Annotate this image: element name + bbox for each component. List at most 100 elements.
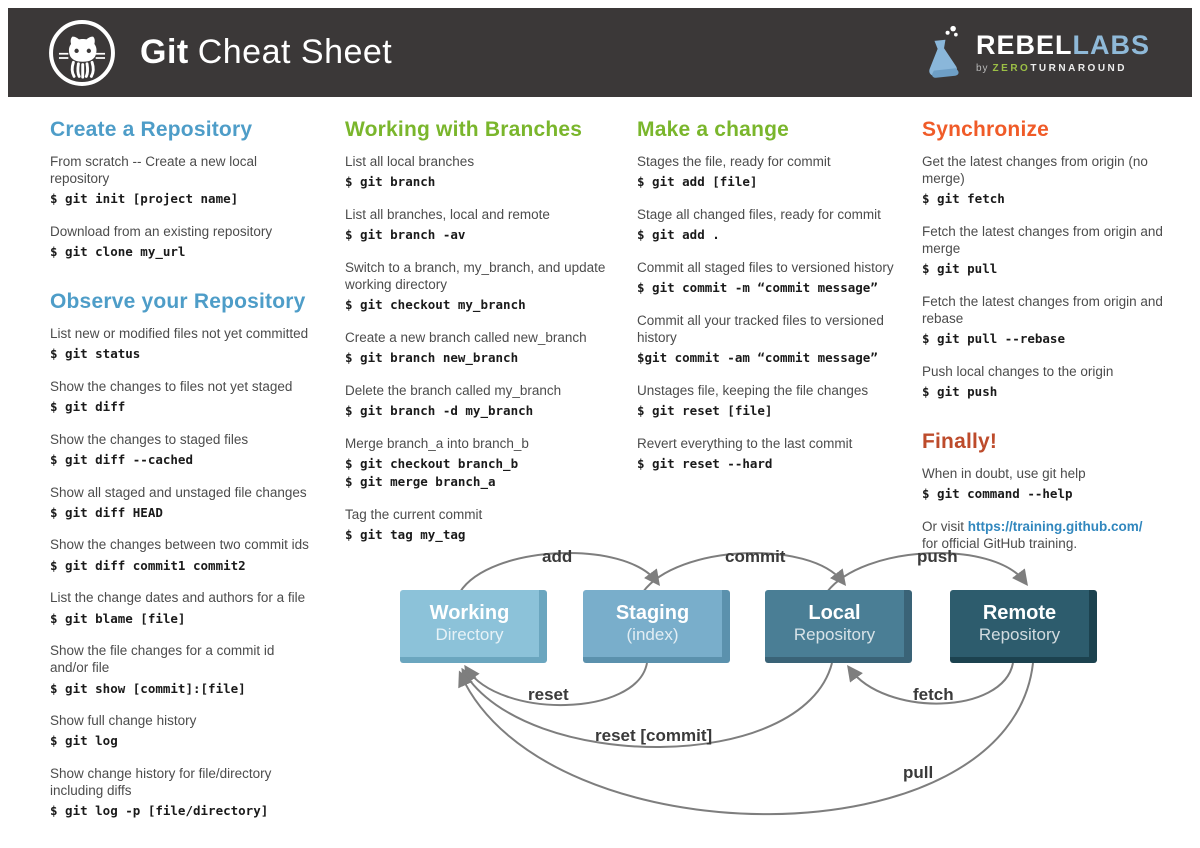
command-description: Fetch the latest changes from origin and… [922, 224, 1163, 257]
box-subtitle: Repository [793, 625, 876, 645]
command-code: $ git status [50, 346, 141, 362]
brand-labs: LABS [1072, 29, 1150, 60]
command-code: $ git clone my_url [50, 244, 186, 260]
command-code: $ git diff [50, 398, 126, 414]
command-code: $ git fetch [922, 191, 1005, 207]
cheat-item: Revert everything to the last commit $ gi… [637, 435, 909, 474]
command-code: $ git branch new_branch [345, 349, 519, 365]
cheat-item: Get the latest changes from origin (no m… [922, 153, 1184, 209]
box-subtitle: Directory [435, 625, 504, 645]
command-code: $ git diff --cached [50, 451, 193, 467]
command-code: $ git commit -m “commit message” [637, 279, 878, 295]
command-description: When in doubt, use git help [922, 465, 1086, 481]
command-description: Stage all changed files, ready for commi… [637, 206, 881, 222]
box-title: Local [808, 602, 861, 625]
command-description: Download from an existing repository [50, 224, 273, 240]
flask-icon [920, 24, 966, 82]
section-title: Finally! [922, 429, 998, 453]
description-suffix: for official GitHub training. [922, 536, 1078, 552]
section-title: Working with Branches [345, 118, 583, 141]
command-description: Show the changes to files not yet staged [50, 378, 293, 394]
cheat-item: Push local changes to the origin$ git pu… [922, 363, 1184, 402]
diagram-box-working-directory: Working Directory [400, 590, 547, 663]
section-items: List new or modified files not yet commi… [50, 325, 312, 821]
octocat-logo-icon [46, 17, 118, 89]
command-description: Unstages file, keeping the file changes [637, 382, 869, 398]
command-code: $ git push [922, 384, 998, 400]
command-description: Fetch the latest changes from origin and… [922, 294, 1163, 327]
box-subtitle: Repository [978, 625, 1061, 645]
command-description: Show the file changes for a commit id an… [50, 643, 275, 676]
command-description: List all branches, local and remote [345, 206, 550, 222]
cheat-item: From scratch -- Create a new local repos… [50, 153, 312, 209]
cheat-item: List all local branches$ git branch [345, 153, 613, 192]
box-subtitle: (index) [626, 625, 679, 645]
diagram-box-local-repository: Local Repository [765, 590, 912, 663]
section-title: Make a change [637, 118, 789, 141]
command-description: Show change history for file/directory i… [50, 766, 272, 799]
flow-arrow-reset [464, 662, 648, 706]
cheat-item: Unstages file, keeping the file changes$… [637, 382, 909, 421]
box-title: Staging [615, 602, 690, 625]
command-description: Switch to a branch, my_branch, and updat… [345, 259, 606, 292]
command-code: $ git add [file] [637, 174, 758, 190]
flow-arrow-pull [458, 662, 1034, 816]
cheat-item: Show the changes to files not yet staged… [50, 378, 312, 417]
section-title: Observe your Repository [50, 289, 306, 313]
cheat-item: Download from an existing repository $ gi… [50, 223, 312, 262]
cheat-item: Tag the current commit $ git tag my_tag [345, 506, 613, 545]
command-code: $ git reset --hard [637, 455, 773, 471]
cheat-item: Merge branch_a into branch_b$ git checko… [345, 435, 613, 493]
brand-turnaround: TURNAROUND [1030, 62, 1127, 74]
cheat-item: List the change dates and authors for a … [50, 589, 312, 628]
command-description: Tag the current commit [345, 507, 483, 523]
cheat-item: Or visit https://training.github.com/for… [922, 518, 1184, 552]
flow-arrow-add [459, 552, 660, 593]
cheat-item: Delete the branch called my_branch$ git … [345, 382, 613, 421]
command-code: $ git pull [922, 261, 998, 277]
cheat-item: Stage all changed files, ready for commi… [637, 206, 909, 245]
command-code: $ git branch -av [345, 227, 466, 243]
command-code: $ git add . [637, 227, 720, 243]
command-description: Stages the file, ready for commit [637, 154, 831, 169]
command-code: $ git checkout branch_b [345, 455, 519, 471]
brand-rebel: REBEL [975, 29, 1073, 60]
flow-label-push: push [917, 547, 958, 566]
training-link[interactable]: https://training.github.com/ [967, 518, 1143, 534]
command-description: Commit all staged files to versioned his… [637, 259, 894, 275]
section-items: From scratch -- Create a new local repos… [50, 153, 312, 262]
flow-arrow-reset-commit [461, 662, 833, 748]
command-description: Commit all your tracked files to version… [637, 312, 884, 345]
page-title-light: Cheat Sheet [197, 33, 393, 71]
command-code: $ git log [50, 733, 118, 749]
flow-label-reset-commit: reset [commit] [595, 726, 713, 745]
command-code: $ git tag my_tag [345, 527, 466, 543]
cheat-item: Fetch the latest changes from origin and… [922, 223, 1184, 279]
command-code: $ git checkout my_branch [345, 297, 526, 313]
flow-label-fetch: fetch [913, 685, 954, 704]
command-description: Revert everything to the last commit [637, 435, 853, 451]
flow-arrow-fetch [847, 662, 1014, 705]
command-description: List all local branches [345, 154, 475, 169]
command-description: Get the latest changes from origin (no m… [922, 154, 1148, 187]
flow-arrows [458, 552, 1034, 816]
diagram-box-remote-repository: Remote Repository [950, 590, 1097, 663]
command-description: Create a new branch called new_branch [345, 329, 587, 345]
cheat-item: Show the file changes for a commit id an… [50, 642, 312, 698]
cheat-item: Commit all your tracked files to version… [637, 312, 909, 368]
command-code: $ git merge branch_a [345, 474, 496, 490]
cheat-item: Show the changes to staged files$ git di… [50, 431, 312, 470]
flow-label-reset: reset [528, 685, 569, 704]
flow-label-pull: pull [903, 763, 934, 782]
command-description: List the change dates and authors for a … [50, 590, 306, 606]
cheat-item: Show all staged and unstaged file change… [50, 484, 312, 523]
